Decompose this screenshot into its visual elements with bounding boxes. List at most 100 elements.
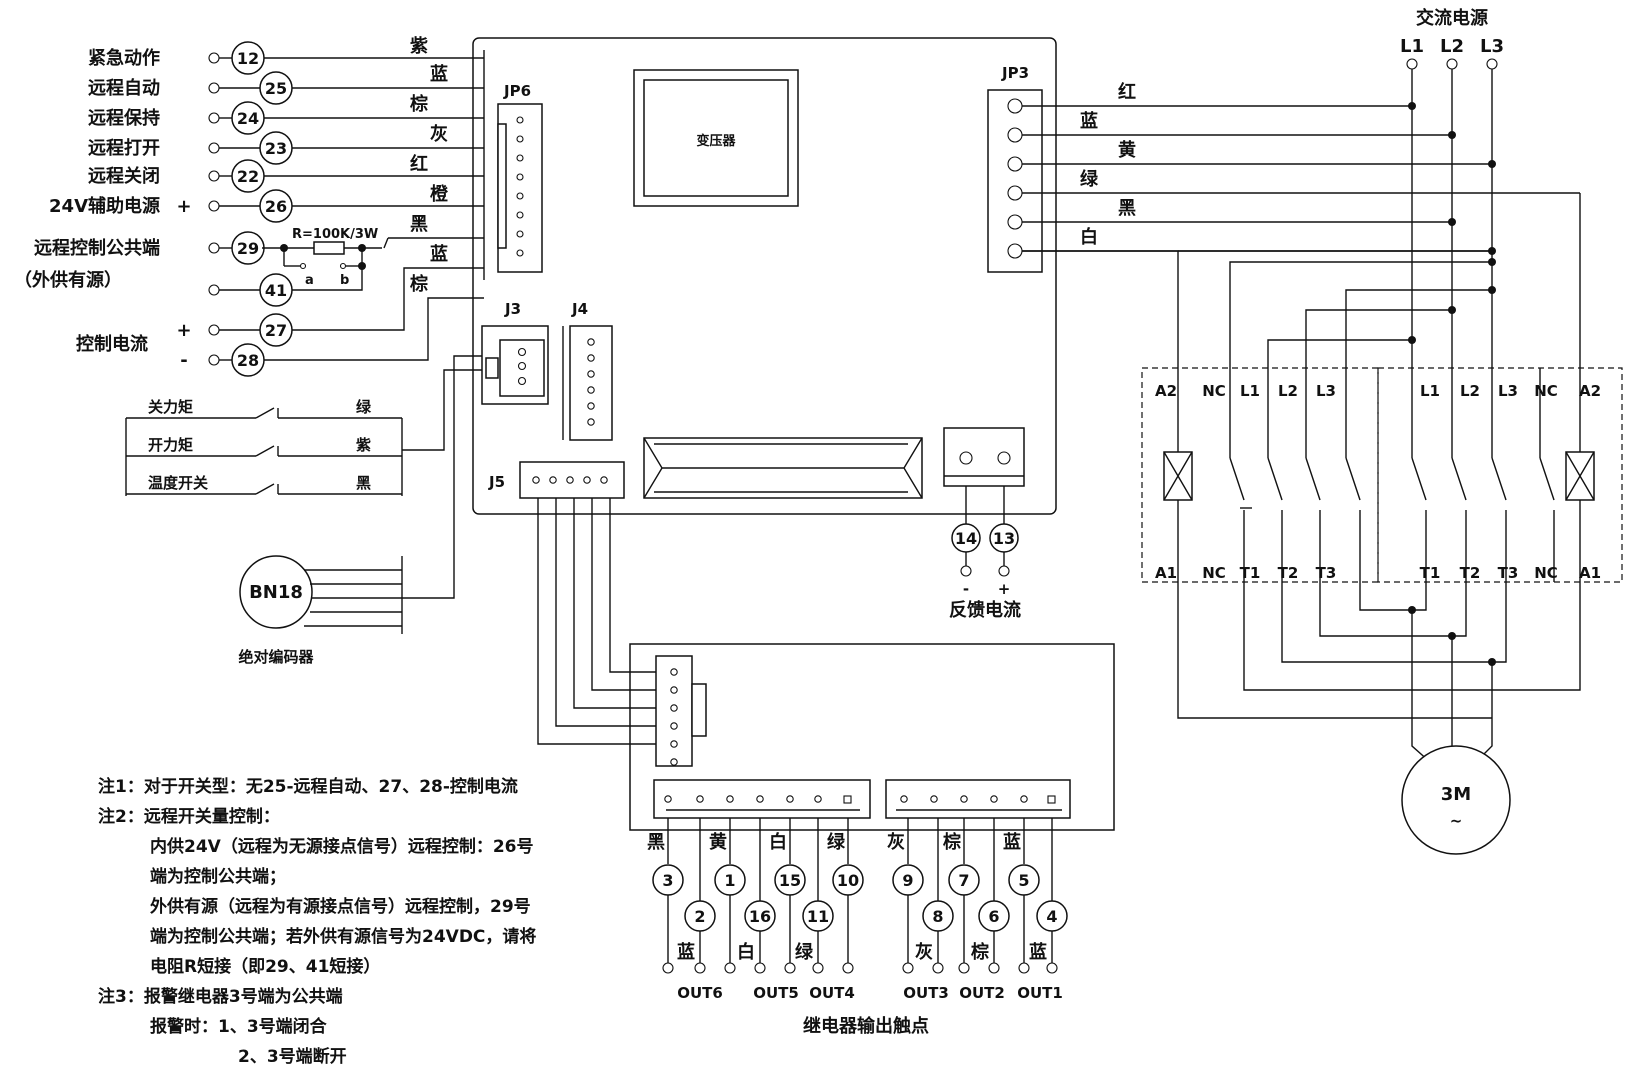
jumper-b: b <box>340 273 349 288</box>
wire-color-label: 红 <box>410 153 428 175</box>
jp6-pin <box>516 154 524 162</box>
wire-color-label: 绿 <box>795 941 814 963</box>
wire-color-label: 棕 <box>410 93 428 115</box>
contactor-pin-label: L2 <box>1460 382 1480 400</box>
wire-color-label: 绿 <box>356 398 372 416</box>
jp3-pin <box>1007 243 1023 259</box>
output-label: OUT1 <box>1017 984 1063 1002</box>
jp6-pin <box>516 116 524 124</box>
jp3-pin <box>1007 185 1023 201</box>
contactor-pin-label: T1 <box>1240 564 1261 582</box>
signal-pin <box>208 112 220 124</box>
terminal-number: 28 <box>237 351 259 370</box>
j4-pin <box>587 338 595 346</box>
relay-input-pin <box>670 758 678 766</box>
relay-terminal-number: 6 <box>988 907 999 926</box>
signal-pin <box>208 354 220 366</box>
feedback-caption: 反馈电流 <box>949 599 1021 621</box>
wire-color-label: 绿 <box>1080 168 1099 190</box>
transformer: 变压器 <box>633 69 799 207</box>
terminal-number: 12 <box>237 49 259 68</box>
ribbon-connector <box>643 437 923 499</box>
contactor-pin-label: A2 <box>1579 382 1601 400</box>
relay-caption: 继电器输出触点 <box>803 1015 929 1037</box>
signal-label: 远程关闭 <box>88 165 160 187</box>
signal-pin <box>208 52 220 64</box>
output-label: OUT3 <box>903 984 949 1002</box>
motor-name: 3M <box>1441 784 1471 805</box>
wire-color-label: 蓝 <box>430 64 448 85</box>
resistor-label: R=100K/3W <box>292 227 378 242</box>
jp3-pin <box>1007 127 1023 143</box>
note-line: 端为控制公共端；若外供有源信号为24VDC，请将 <box>150 926 536 947</box>
wire-color-label: 棕 <box>971 941 989 963</box>
relay-terminal-number: 11 <box>807 907 829 926</box>
terminal-number: 29 <box>237 239 259 258</box>
relay-input-pin <box>670 668 678 676</box>
j4-pin <box>587 386 595 394</box>
terminal-number: 22 <box>237 167 259 186</box>
relay-terminal-number: 2 <box>694 907 705 926</box>
wire-color-label: 灰 <box>887 831 905 853</box>
j5-pin <box>532 476 540 484</box>
common-note: （外供有源） <box>14 269 122 291</box>
relay-input-pin <box>670 722 678 730</box>
contactor-pin-label: NC <box>1202 564 1226 582</box>
contactor-pin-label: T2 <box>1278 564 1299 582</box>
relay-output-connector-right <box>885 779 1071 819</box>
signal-label: 远程打开 <box>88 137 160 159</box>
relay-input-connector <box>655 655 707 767</box>
jp6-connector: JP6 <box>497 82 543 273</box>
jp6-pin <box>516 135 524 143</box>
wire-color-label: 白 <box>737 941 755 963</box>
feedback-minus: - <box>963 580 969 598</box>
wire-color-label: 黑 <box>410 214 428 235</box>
limit-switch-label: 关力矩 <box>148 398 193 416</box>
wire-color-label: 黄 <box>709 831 727 853</box>
feedback-terminal-13: 13 <box>993 529 1015 548</box>
note-line: 注2：远程开关量控制： <box>98 806 280 827</box>
wire-color-label: 红 <box>1118 81 1136 103</box>
phase-terminal <box>1486 58 1498 70</box>
signal-pin <box>208 200 220 212</box>
signal-pin <box>208 284 220 296</box>
control-board <box>472 37 1057 515</box>
signal-polarity: + <box>176 196 191 217</box>
contactor-pin-label: L3 <box>1316 382 1336 400</box>
contactor-pin-label: A1 <box>1155 564 1177 582</box>
wire-color-label: 黑 <box>647 832 665 853</box>
output-label: OUT5 <box>753 984 799 1002</box>
wire-color-label: 蓝 <box>430 244 448 265</box>
signal-label: 远程保持 <box>88 107 160 129</box>
wire-color-label: 黑 <box>356 474 371 492</box>
feedback-connector <box>943 427 1025 487</box>
wire-color-label: 蓝 <box>1029 942 1047 963</box>
output-label: OUT6 <box>677 984 723 1002</box>
note-line: 注1：对于开关型：无25-远程自动、27、28-控制电流 <box>98 776 518 797</box>
signal-pin <box>208 324 220 336</box>
wire-color-label: 紫 <box>410 35 428 57</box>
phase-terminal <box>1446 58 1458 70</box>
signal-polarity: + <box>176 320 191 341</box>
relay-terminal-number: 7 <box>958 871 969 890</box>
j3-connector: J3 <box>481 300 549 405</box>
output-label: OUT2 <box>959 984 1005 1002</box>
terminal-number: 26 <box>265 197 287 216</box>
feedback-terminals: 14 13 - + 反馈电流 <box>949 486 1021 621</box>
relay-input-pin <box>670 704 678 712</box>
wire-color-label: 棕 <box>943 831 961 853</box>
relay-terminal-number: 16 <box>749 907 771 926</box>
relay-input-pin <box>670 686 678 694</box>
contactor-pin-label: L1 <box>1240 382 1260 400</box>
relay-terminal-number: 15 <box>779 871 801 890</box>
jp6-pin <box>516 173 524 181</box>
relay-terminal-number: 4 <box>1046 907 1057 926</box>
signal-pin <box>208 82 220 94</box>
jp3-label: JP3 <box>1001 64 1029 82</box>
motor: 3M ~ <box>1401 745 1511 855</box>
jp3-pin <box>1007 98 1023 114</box>
relay-terminal-number: 9 <box>902 871 913 890</box>
j5-pin <box>549 476 557 484</box>
contactor-pin-label: L1 <box>1420 382 1440 400</box>
wire-color-label: 蓝 <box>1080 111 1098 132</box>
